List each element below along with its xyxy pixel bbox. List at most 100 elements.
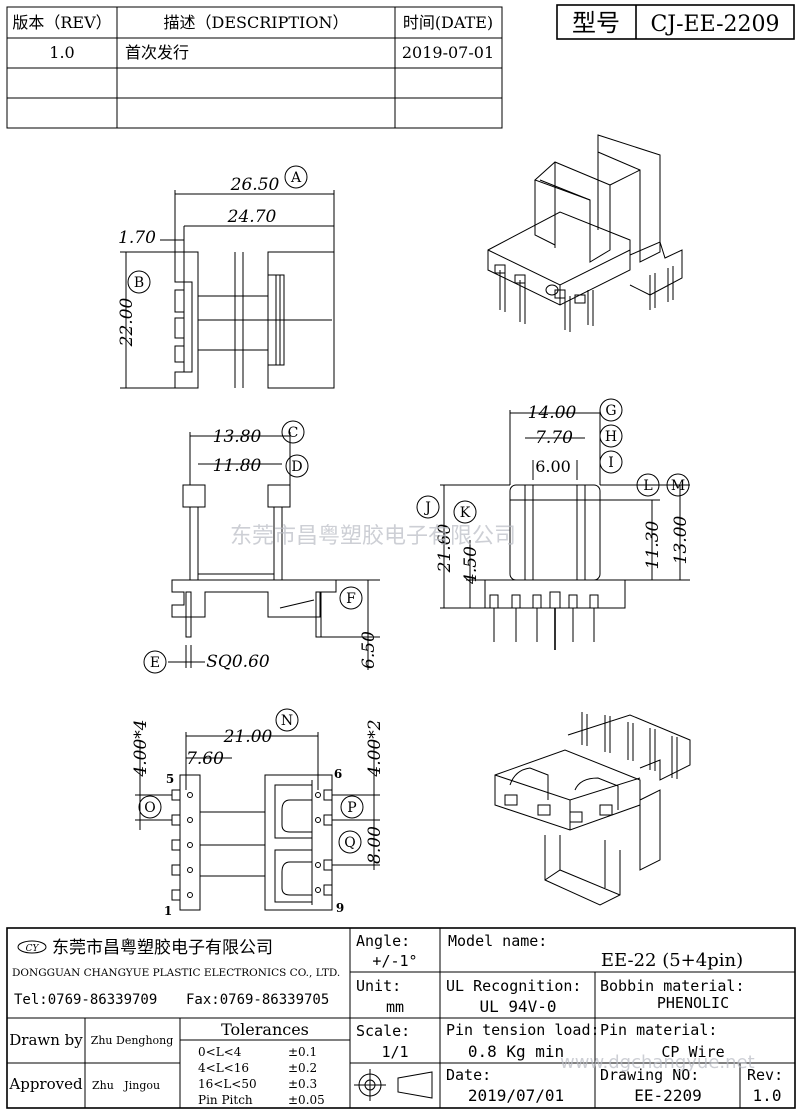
dim-g: 14.00 [528,403,577,423]
model-name-label: Model name: [448,932,547,950]
tolerance-range-0: 0<L<4 [198,1045,242,1059]
bottom-left-pins [171,789,193,901]
pin-6-label: 6 [334,767,342,781]
date-label: Date: [446,1066,491,1084]
website-watermark: www.dgchangyue.net [560,1052,755,1073]
tolerance-range-2: 16<L<50 [198,1077,257,1091]
drawing-no-label: Drawing NO: [600,1066,699,1084]
dim-inner-width: 24.70 [227,207,277,227]
dim-k: 4.50 [461,546,481,585]
dim-pitch-small: 7.60 [186,749,224,769]
rev-value: 1.0 [49,43,74,62]
unit-label: Unit: [356,977,401,995]
dim-flange: 1.70 [118,228,156,248]
date-value: 2019-07-01 [402,43,494,62]
dim-l: 11.30 [643,520,663,569]
scale-value: 1/1 [381,1043,408,1061]
title-block: CY 东莞市昌粤塑胶电子有限公司 DONGGUAN CHANGYUE PLAST… [6,927,796,1109]
revision-table: 版本（REV） 描述（DESCRIPTION） 时间(DATE) 1.0 首次发… [6,6,503,129]
tolerances-title: Tolerances [221,1020,309,1039]
front-pins [489,591,599,650]
callout-i: I [608,455,614,471]
pin-1-label: 1 [164,904,172,918]
pin-5-label: 5 [166,772,174,786]
callout-o: O [144,800,155,816]
model-value: CJ-EE-2209 [650,12,779,37]
rev-header: 版本（REV） [12,13,111,32]
pin-material-label: Pin material: [600,1021,717,1039]
tolerance-value-0: ±0.1 [288,1045,317,1059]
callout-h: H [605,429,617,445]
bobbin-label: Bobbin material: [600,977,745,995]
callout-a: A [290,170,302,186]
desc-value: 首次发行 [125,43,189,62]
bobbin-value: PHENOLIC [657,994,729,1012]
ul-value: UL 94V-0 [479,997,556,1016]
tolerance-value-1: ±0.2 [288,1061,317,1075]
rev-value-block: 1.0 [753,1086,782,1105]
dim-f: 6.50 [359,631,379,669]
dim-a: 26.50 [230,175,280,195]
callout-f: F [346,591,356,607]
tolerance-range-3: Pin Pitch [198,1093,253,1107]
desc-header: 描述（DESCRIPTION） [164,13,349,32]
projection-symbol-icon [354,1069,433,1101]
pin-tension-label: Pin tension load: [446,1021,600,1039]
iso-top-pins [494,264,674,332]
company-en: DONGGUAN CHANGYUE PLASTIC ELECTRONICS CO… [12,967,340,979]
model-name-value: EE-22 (5+4pin) [601,950,743,971]
dim-o: 4.00*4 [131,719,151,777]
side-view: 13.80 11.80 6.50 SQ0.60 [168,427,380,672]
iso-bottom-pins [581,712,678,779]
bottom-view: 5 6 1 9 21.00 7.60 4.00*4 4.00*2 8.00 [131,719,385,918]
tolerance-value-3: ±0.05 [288,1093,325,1107]
dim-i: 6.00 [535,457,571,476]
drawn-by-label: Drawn by [9,1031,83,1049]
company-logo: CY [17,940,47,954]
scale-label: Scale: [356,1022,410,1040]
top-view: 26.50 24.70 1.70 22.00 [117,175,335,389]
company-cn: 东莞市昌粤塑胶电子有限公司 [52,938,273,958]
callout-m: M [671,478,685,494]
callout-d: D [291,459,302,475]
company-fax: Fax:0769-86339705 [186,992,329,1008]
dim-j: 21.60 [435,523,455,573]
dim-e: SQ0.60 [206,652,270,672]
company-tel: Tel:0769-86339709 [14,992,157,1008]
dim-d: 11.80 [213,456,262,476]
dim-c: 13.80 [213,427,262,447]
tolerance-value-2: ±0.3 [288,1077,317,1091]
date-header: 时间(DATE) [403,13,493,32]
dim-q: 8.00 [365,826,385,864]
callout-l: L [643,478,652,494]
ul-label: UL Recognition: [446,977,581,995]
callout-j: J [423,500,431,516]
callout-b: B [134,275,144,291]
isometric-view-top [487,134,683,332]
callout-n: N [281,713,293,729]
drawn-by-value: Zhu Denghong [91,1034,174,1047]
callout-k: K [460,505,471,521]
svg-text:CY: CY [26,944,40,954]
model-label: 型号 [572,9,620,37]
pin-material-value: CP Wire [661,1043,724,1061]
front-view: 14.00 7.70 6.00 21.60 4.50 11.30 13.00 [435,403,691,650]
date-value-block: 2019/07/01 [468,1086,564,1105]
tolerance-range-1: 4<L<16 [198,1061,249,1075]
isometric-view-bottom [494,712,691,906]
callout-p: P [347,800,356,816]
dim-h: 7.70 [535,428,573,448]
callout-q: Q [344,835,355,851]
rev-label-block: Rev: [747,1066,783,1084]
pin-tension-value: 0.8 Kg min [468,1042,564,1061]
drawing-no-value: EE-2209 [634,1086,701,1105]
approved-value: Zhu Jingou [92,1079,160,1092]
angle-label: Angle: [356,932,410,950]
dim-n: 21.00 [223,727,273,747]
angle-value: +/-1° [372,952,417,970]
callout-e: E [150,655,160,671]
dim-p: 4.00*2 [365,719,385,777]
callout-g: G [605,403,616,419]
approved-label: Approved [8,1075,83,1093]
model-box: 型号 CJ-EE-2209 [556,4,795,40]
